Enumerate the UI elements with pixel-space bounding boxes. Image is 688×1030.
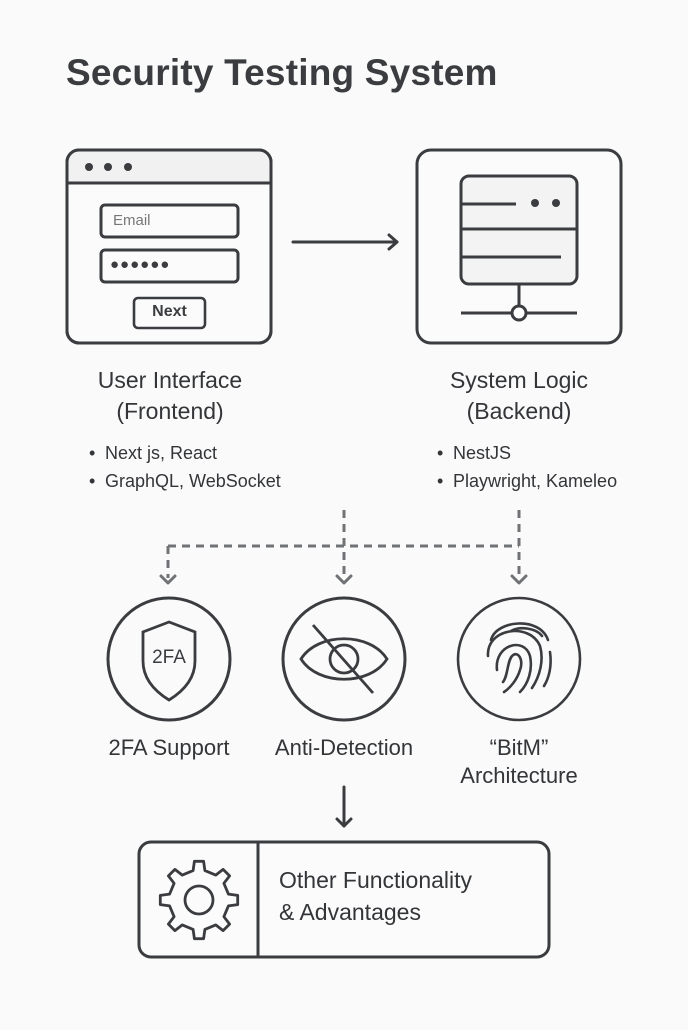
- feature-label-anti-detection: Anti-Detection: [249, 734, 439, 762]
- other-line1: Other Functionality: [279, 867, 473, 893]
- password-mask: ●●●●●●: [110, 256, 171, 273]
- feature-label-2fa: 2FA Support: [79, 734, 259, 762]
- next-button-label[interactable]: Next: [152, 303, 187, 320]
- shield-2fa-icon: [106, 596, 232, 722]
- gear-outline: [158, 859, 240, 941]
- email-field[interactable]: [99, 203, 240, 239]
- gear-icon: [158, 859, 240, 941]
- arrow-down-icon: [335, 785, 353, 828]
- email-placeholder: Email: [113, 212, 151, 229]
- other-line2: & Advantages: [279, 899, 421, 925]
- fingerprint-icon: [456, 596, 582, 722]
- backend-title-line2: (Backend): [466, 398, 572, 424]
- other-functionality-box: [137, 840, 551, 959]
- password-field[interactable]: [99, 248, 240, 284]
- frontend-title-line1: User Interface: [97, 367, 243, 393]
- gear-hub: [183, 884, 215, 916]
- feature-label-line2: Architecture: [460, 763, 578, 788]
- frontend-title: User Interface (Frontend): [60, 365, 280, 427]
- backend-title-line1: System Logic: [449, 367, 589, 393]
- frontend-bullets: Next js, React GraphQL, WebSocket: [89, 439, 281, 495]
- server-network-icon: [415, 148, 623, 345]
- dashed-arrowheads: [159, 574, 528, 585]
- feature-label-line1: 2FA Support: [108, 735, 230, 760]
- feature-label-line1: Anti-Detection: [274, 735, 414, 760]
- other-functionality-text: Other Functionality & Advantages: [279, 864, 472, 928]
- eye-slash-icon: [281, 596, 407, 722]
- arrow-right-icon: [291, 233, 399, 251]
- bullet-item: GraphQL, WebSocket: [89, 467, 281, 495]
- backend-title: System Logic (Backend): [409, 365, 629, 427]
- dashed-connectors: [166, 510, 521, 578]
- browser-login-window-icon: [65, 148, 273, 345]
- page-title: Security Testing System: [66, 52, 498, 93]
- feature-label-bitm: “BitM” Architecture: [434, 734, 604, 790]
- feature-label-line1: “BitM”: [489, 735, 549, 760]
- frontend-title-line2: (Frontend): [116, 398, 224, 424]
- bullet-item: Playwright, Kameleo: [437, 467, 617, 495]
- next-button[interactable]: [132, 296, 207, 330]
- bullet-item: NestJS: [437, 439, 617, 467]
- bullet-item: Next js, React: [89, 439, 281, 467]
- backend-bullets: NestJS Playwright, Kameleo: [437, 439, 617, 495]
- shield-2fa-text: 2FA: [152, 647, 186, 668]
